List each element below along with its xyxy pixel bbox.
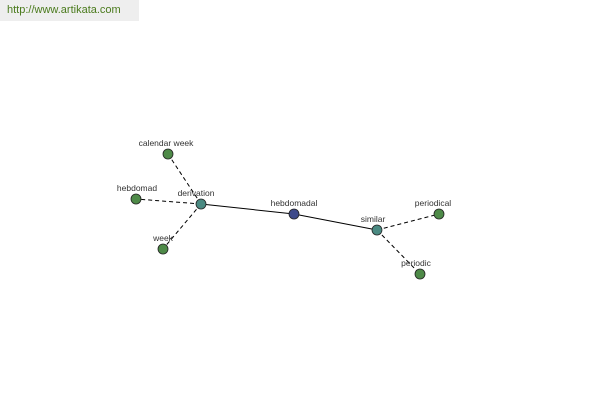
- node-hebdomad-label[interactable]: hebdomad: [117, 183, 157, 193]
- node-periodical-label[interactable]: periodical: [415, 198, 451, 208]
- url-banner: http://www.artikata.com: [0, 0, 139, 21]
- edge-hebdomadal-derivation: [200, 203, 295, 215]
- edge-similar-periodic: [376, 229, 421, 275]
- node-hebdomadal[interactable]: hebdomadal: [271, 198, 318, 220]
- node-week[interactable]: week: [152, 233, 174, 255]
- node-periodical-dot[interactable]: [433, 208, 445, 220]
- node-calendar-week-label[interactable]: calendar week: [139, 138, 195, 148]
- edge-derivation-hebdomad: [135, 198, 202, 205]
- node-derivation-label[interactable]: derivation: [178, 188, 215, 198]
- node-periodical[interactable]: periodical: [415, 198, 451, 220]
- node-derivation-dot[interactable]: [195, 198, 207, 210]
- nodes-layer: hebdomadal derivation similar calendar week…: [117, 138, 451, 280]
- node-week-dot[interactable]: [157, 243, 169, 255]
- edges-layer: [135, 153, 440, 275]
- node-periodic-dot[interactable]: [414, 268, 426, 280]
- edge-similar-periodical: [376, 213, 440, 231]
- node-hebdomadal-dot[interactable]: [288, 208, 300, 220]
- node-similar-label[interactable]: similar: [361, 214, 386, 224]
- node-hebdomad-dot[interactable]: [130, 193, 142, 205]
- node-periodic-label[interactable]: periodic: [401, 258, 432, 268]
- site-url-link[interactable]: http://www.artikata.com: [7, 4, 121, 16]
- node-derivation[interactable]: derivation: [178, 188, 215, 210]
- node-calendar-week-dot[interactable]: [162, 148, 174, 160]
- node-similar[interactable]: similar: [361, 214, 386, 236]
- edge-derivation-week: [162, 203, 202, 250]
- node-hebdomadal-label[interactable]: hebdomadal: [271, 198, 318, 208]
- node-week-label[interactable]: week: [152, 233, 174, 243]
- node-calendar-week[interactable]: calendar week: [139, 138, 195, 160]
- edge-derivation-calendar-week: [167, 153, 202, 205]
- node-similar-dot[interactable]: [371, 224, 383, 236]
- node-periodic[interactable]: periodic: [401, 258, 432, 280]
- node-hebdomad[interactable]: hebdomad: [117, 183, 157, 205]
- edge-hebdomadal-similar: [293, 213, 378, 231]
